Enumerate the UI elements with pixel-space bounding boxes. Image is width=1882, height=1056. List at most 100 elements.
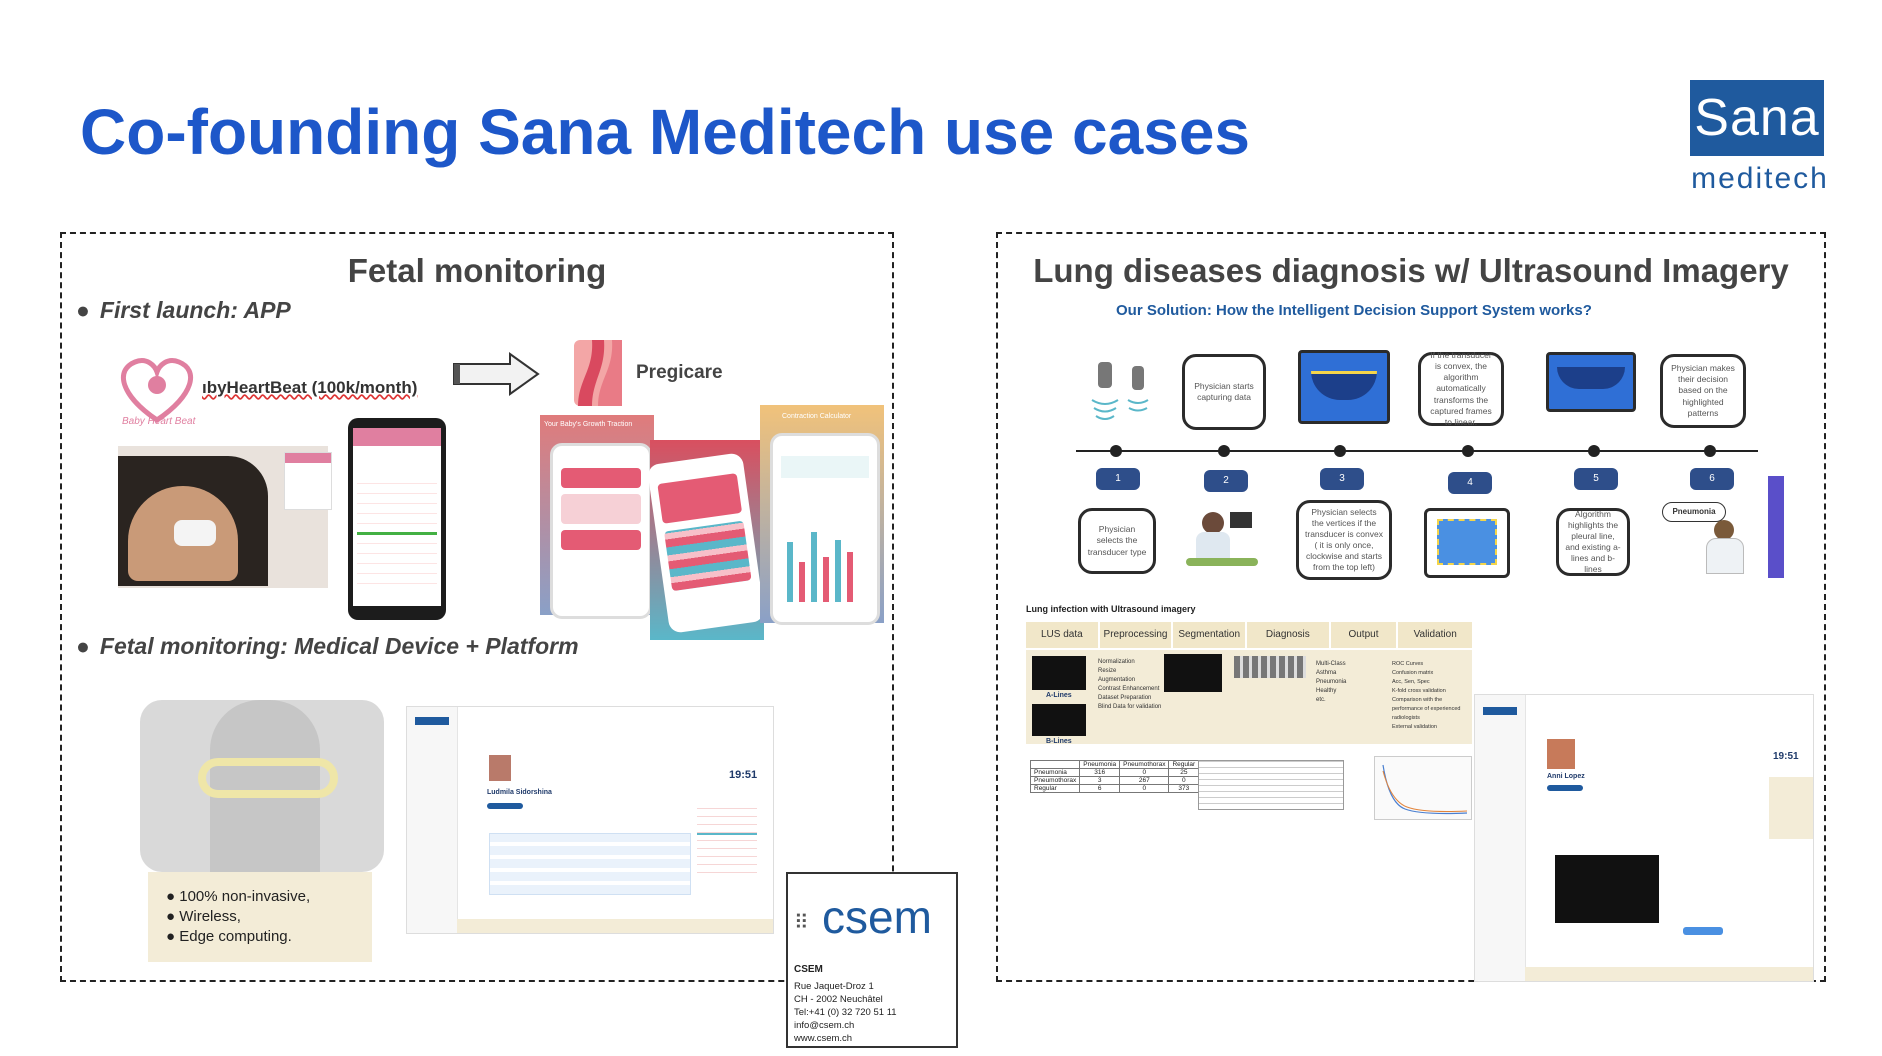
stage-segmentation: Segmentation bbox=[1173, 622, 1246, 648]
pipeline-header: LUS data Preprocessing Segmentation Diag… bbox=[1026, 622, 1472, 648]
dashboard-footer bbox=[457, 919, 773, 933]
pneumonia-bubble: Pneumonia bbox=[1662, 502, 1726, 522]
stage-lus-data: LUS data bbox=[1026, 622, 1098, 648]
table-cell: Pneumothorax bbox=[1029, 776, 1081, 785]
table-cell: Pneumonia bbox=[1079, 760, 1121, 769]
doctor-illustration bbox=[1700, 520, 1752, 576]
feature-1-text: 100% non-invasive, bbox=[179, 888, 311, 905]
fetal-dashboard-screenshot: Ludmila Sidorshina 19:51 bbox=[406, 706, 774, 934]
table-cell: Regular bbox=[1168, 760, 1200, 769]
ctg-chart bbox=[697, 803, 757, 873]
patient-button bbox=[487, 803, 523, 809]
babyheartbeat-phone bbox=[348, 418, 446, 620]
network-diagram bbox=[1234, 656, 1306, 678]
loss-curve bbox=[1382, 764, 1468, 815]
doppler-device bbox=[174, 520, 216, 546]
table-cell: 0 bbox=[1119, 768, 1170, 777]
timeline-dot-1 bbox=[1110, 445, 1122, 457]
dashboard-time: 19:51 bbox=[729, 769, 758, 781]
arrow-right-icon bbox=[453, 352, 540, 396]
feature-2: ● Wireless, bbox=[166, 908, 241, 925]
prep-item-5: Dataset Preparation bbox=[1098, 695, 1152, 701]
output-item-3: Pneumonia bbox=[1316, 679, 1347, 685]
csem-logo-dots: ⠿ bbox=[794, 912, 809, 934]
feature-2-text: Wireless, bbox=[179, 908, 241, 925]
lung-panel-title: Lung diseases diagnosis w/ Ultrasound Im… bbox=[1033, 252, 1789, 289]
table-cell: 3 bbox=[1079, 776, 1121, 785]
lung-dashboard-footer bbox=[1525, 967, 1813, 981]
sana-logo: Sana bbox=[1690, 80, 1824, 156]
fetal-device-render bbox=[140, 700, 384, 872]
lung-dashboard-sidebar bbox=[1475, 695, 1526, 981]
small-app-screenshot bbox=[284, 452, 332, 510]
step-2-number: 2 bbox=[1204, 470, 1248, 492]
prep-item-1: Normalization bbox=[1098, 659, 1135, 665]
dashboard-sidebar bbox=[407, 707, 458, 933]
pregnancy-photo bbox=[118, 446, 328, 588]
phone-frame-3 bbox=[770, 433, 880, 625]
linear-image-icon bbox=[1546, 352, 1636, 412]
bullet-first-launch: ●First launch: APP bbox=[76, 297, 291, 323]
output-item-5: etc. bbox=[1316, 697, 1326, 703]
training-loss-chart bbox=[1374, 756, 1472, 820]
prep-item-4: Contrast Enhancement bbox=[1098, 686, 1160, 692]
stage-output: Output bbox=[1330, 622, 1397, 648]
feature-3-text: Edge computing. bbox=[179, 928, 292, 945]
table-cell: 0 bbox=[1168, 776, 1200, 785]
step-5-number: 5 bbox=[1574, 468, 1618, 490]
lung-patient-button bbox=[1547, 785, 1583, 791]
lung-dashboard-screenshot: Anni Lopez 19:51 bbox=[1474, 694, 1814, 982]
bullet-fetal-device: ●Fetal monitoring: Medical Device + Plat… bbox=[76, 633, 579, 659]
output-item-4: Healthy bbox=[1316, 688, 1337, 694]
ultrasound-frame bbox=[1555, 855, 1659, 923]
contraction-calculator-title: Contraction Calculator bbox=[782, 413, 852, 420]
table-cell: Pneumothorax bbox=[1119, 760, 1170, 769]
phone-frame-tilted bbox=[646, 452, 766, 634]
validation-item-4: K-fold cross validation bbox=[1392, 688, 1446, 694]
a-lines-label: A-Lines bbox=[1046, 692, 1072, 699]
lung-dashboard-action bbox=[1683, 927, 1723, 935]
validation-item-3: Acc, Sen, Spec bbox=[1392, 679, 1430, 685]
fetal-monitoring-panel bbox=[60, 232, 894, 982]
us-image-a-lines bbox=[1032, 656, 1086, 690]
step-3-number: 3 bbox=[1320, 468, 1364, 490]
vertices-image-icon bbox=[1424, 508, 1510, 578]
step-4-number: 4 bbox=[1448, 472, 1492, 494]
table-row: Pneumothorax 3 267 0 bbox=[1029, 776, 1200, 785]
step-2-box: Physician starts capturing data bbox=[1182, 354, 1266, 430]
timeline-dot-6 bbox=[1704, 445, 1716, 457]
csem-address-4: info@csem.ch bbox=[794, 1020, 855, 1031]
measurements-table bbox=[489, 833, 691, 895]
sana-logo-sub: meditech bbox=[1691, 162, 1829, 195]
b-lines-label: B-Lines bbox=[1046, 738, 1072, 745]
metrics-table bbox=[1198, 760, 1344, 810]
lung-dashboard-panel bbox=[1769, 777, 1813, 839]
convex-image-icon bbox=[1298, 350, 1390, 424]
table-cell: 316 bbox=[1079, 768, 1121, 777]
purple-bar bbox=[1768, 476, 1784, 578]
validation-item-5: Comparison with the performance of exper… bbox=[1392, 697, 1461, 721]
lung-dashboard-time: 19:51 bbox=[1773, 751, 1799, 762]
pneumonia-label: Pneumonia bbox=[1672, 507, 1716, 516]
output-item-1: Multi-Class bbox=[1316, 661, 1346, 667]
timeline-dot-4 bbox=[1462, 445, 1474, 457]
output-item-2: Asthma bbox=[1316, 670, 1337, 676]
step-6-number: 6 bbox=[1690, 468, 1734, 490]
table-cell: Pneumonia bbox=[1029, 768, 1081, 777]
physician-illustration bbox=[1186, 512, 1258, 568]
dashboard-avatar bbox=[489, 755, 511, 781]
step-1-number: 1 bbox=[1096, 468, 1140, 490]
segmentation-images bbox=[1164, 654, 1222, 692]
pregicare-label: Pregicare bbox=[636, 362, 723, 383]
us-image-b-lines bbox=[1032, 704, 1086, 736]
table-cell bbox=[1029, 760, 1081, 769]
preprocessing-list: Normalization Resize Augmentation Contra… bbox=[1098, 658, 1161, 712]
monitoring-belt bbox=[198, 758, 338, 798]
timeline-dot-2 bbox=[1218, 445, 1230, 457]
step-4-box: If the transducer is convex, the algorit… bbox=[1418, 350, 1504, 427]
step-5-box: Algorithm highlights the pleural line, a… bbox=[1556, 508, 1630, 576]
table-row: Pneumonia 316 0 25 bbox=[1029, 768, 1200, 777]
baby-heart-beat-logo-text: Baby Heart Beat bbox=[122, 416, 196, 427]
bullet-fetal-device-text: Fetal monitoring: Medical Device + Platf… bbox=[99, 633, 579, 659]
phone-frame bbox=[550, 443, 652, 619]
